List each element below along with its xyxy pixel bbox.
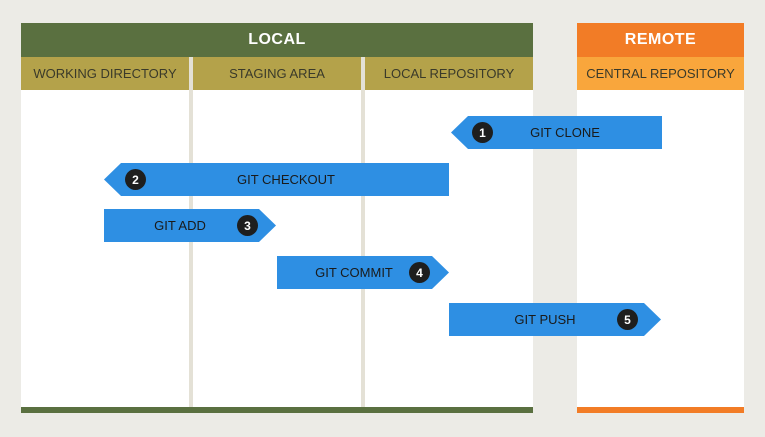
git-clone-label: GIT CLONE — [530, 125, 600, 140]
local-header: LOCAL — [21, 23, 533, 57]
step-5-badge: 5 — [617, 309, 638, 330]
column-divider — [361, 57, 365, 407]
git-push-arrow: GIT PUSH 5 — [449, 303, 661, 336]
column-staging-area: STAGING AREA — [193, 57, 361, 90]
remote-header: REMOTE — [577, 23, 744, 57]
step-2-badge: 2 — [125, 169, 146, 190]
local-title: LOCAL — [248, 31, 306, 48]
git-checkout-label: GIT CHECKOUT — [237, 172, 335, 187]
remote-title: REMOTE — [624, 31, 697, 48]
remote-bottom-bar — [577, 407, 744, 413]
column-working-directory: WORKING DIRECTORY — [21, 57, 189, 90]
column-local-repository: LOCAL REPOSITORY — [365, 57, 533, 90]
step-1-badge: 1 — [472, 122, 493, 143]
git-add-arrow: GIT ADD 3 — [104, 209, 276, 242]
git-checkout-arrow: 2 GIT CHECKOUT — [104, 163, 449, 196]
git-add-label: GIT ADD — [154, 218, 206, 233]
git-push-label: GIT PUSH — [514, 312, 576, 327]
step-4-badge: 4 — [409, 262, 430, 283]
git-clone-arrow: 1 GIT CLONE — [451, 116, 662, 149]
column-central-repository: CENTRAL REPOSITORY — [577, 57, 744, 90]
local-bottom-bar — [21, 407, 533, 413]
git-commit-arrow: GIT COMMIT 4 — [277, 256, 449, 289]
git-commit-label: GIT COMMIT — [315, 265, 393, 280]
step-3-badge: 3 — [237, 215, 258, 236]
